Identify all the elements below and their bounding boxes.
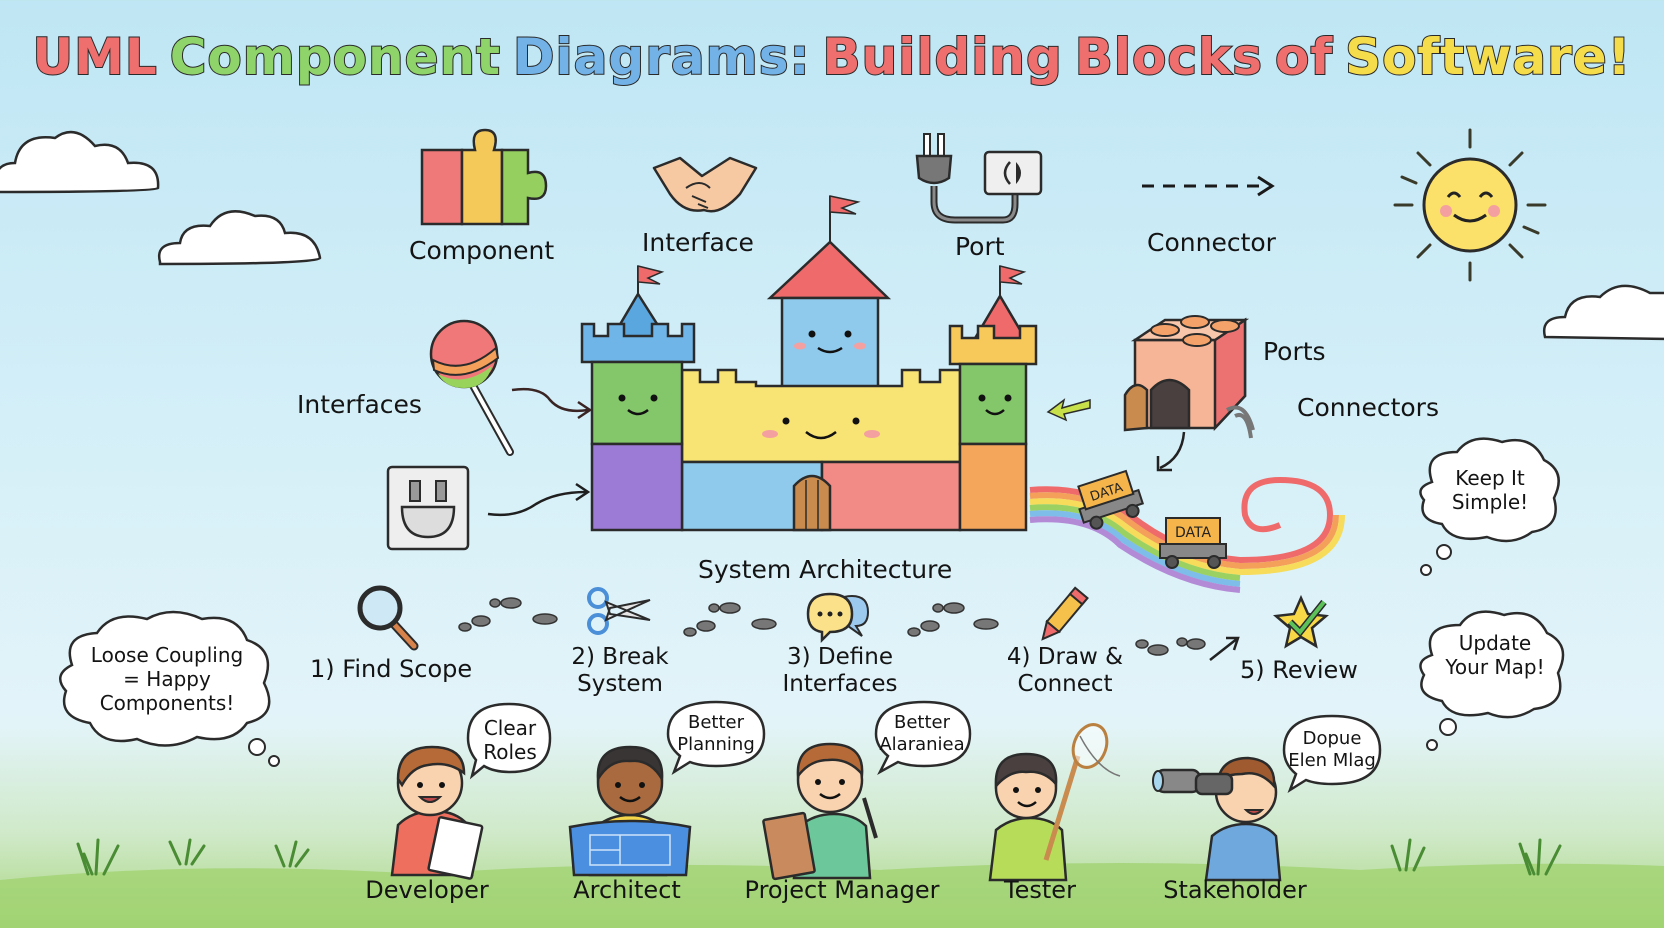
lollipop-icon (429, 319, 514, 456)
puzzle-piece-icon (420, 128, 548, 226)
dashed-arrow-icon (1142, 175, 1275, 197)
system-architecture-caption: System Architecture (698, 555, 953, 584)
legend-interface-label: Interface (642, 228, 754, 257)
cloud-icon (157, 210, 322, 266)
handshake-icon (652, 156, 758, 213)
data-cart-label: DATA (1175, 525, 1211, 541)
step-5-label: 5) Review (1240, 656, 1358, 684)
cloud-keep-it-simple: Keep It Simple! (1451, 466, 1529, 514)
speech-bubble (1282, 714, 1382, 794)
sun-icon (1393, 128, 1547, 282)
magnifier-icon (357, 585, 419, 651)
cloud-loose-coupling: Loose Coupling = Happy Components! (90, 643, 244, 715)
connector-arrow-icon (511, 387, 593, 420)
cloud-icon (0, 130, 160, 194)
legend-port-label: Port (955, 232, 1005, 261)
role-tester: Tester (1004, 876, 1076, 904)
footprints-icon (683, 602, 777, 637)
thought-cloud (1419, 610, 1565, 751)
connectors-label: Connectors (1297, 393, 1439, 422)
step-2-label: 2) Break System (571, 644, 669, 697)
data-cart-icon: DATA (1159, 517, 1227, 569)
pencil-icon (1041, 586, 1089, 641)
footprints-icon (458, 597, 558, 632)
star-check-icon (1273, 594, 1329, 649)
speech-bubble (666, 700, 766, 776)
socket-icon (386, 465, 470, 551)
developer-bubble-text: Clear Roles (483, 716, 537, 764)
title-word: Software! (1344, 27, 1632, 87)
legend-connector-label: Connector (1147, 228, 1276, 257)
architect-person-icon (568, 745, 692, 877)
step-3-label: 3) Define Interfaces (782, 644, 898, 697)
role-architect: Architect (573, 876, 681, 904)
plug-socket-icon (915, 133, 1043, 224)
footprints-arrow-icon (1135, 636, 1240, 661)
speech-bubble (874, 700, 972, 776)
cloud-update-your-map: Update Your Map! (1445, 631, 1545, 679)
step-4-label: 4) Draw & Connect (1006, 644, 1124, 697)
footprints-icon (907, 602, 999, 637)
stakeholder-person-icon (1152, 756, 1282, 882)
tester-person-icon (988, 723, 1121, 882)
role-stakeholder: Stakeholder (1163, 876, 1307, 904)
title-word: Component (169, 27, 502, 87)
legend-component-label: Component (409, 236, 555, 265)
developer-person-icon (390, 745, 484, 880)
interfaces-label: Interfaces (297, 390, 422, 419)
connector-arrow-icon (487, 482, 591, 517)
speech-bubbles-icon (806, 592, 870, 644)
scissors-icon (587, 587, 651, 635)
project-manager-bubble-text: Better Alaraniea (879, 712, 965, 755)
project-manager-person-icon (762, 742, 878, 881)
castle-system-illustration (580, 195, 1038, 532)
title-word: of (1274, 27, 1334, 87)
architect-bubble-text: Better Planning (677, 712, 755, 755)
title-word: Blocks (1074, 27, 1264, 87)
title-word: Building (821, 27, 1063, 87)
ports-label: Ports (1263, 337, 1326, 366)
step-1-label: 1) Find Scope (310, 655, 473, 683)
yellow-arrow-icon (1046, 398, 1091, 422)
stakeholder-bubble-text: Dopue Elen Mlag (1288, 728, 1376, 771)
title-word: Diagrams: (512, 27, 811, 87)
speech-bubble (466, 702, 552, 780)
title-word: UML (32, 27, 158, 87)
lego-block-port-icon (1123, 315, 1255, 439)
curved-arrow-icon (1156, 431, 1186, 472)
data-cart-icon: DATA (1077, 469, 1145, 530)
role-developer: Developer (365, 876, 489, 904)
cloud-icon (1542, 284, 1664, 341)
role-project-manager: Project Manager (744, 876, 940, 904)
thought-cloud (1419, 437, 1560, 576)
thought-cloud (59, 610, 280, 767)
